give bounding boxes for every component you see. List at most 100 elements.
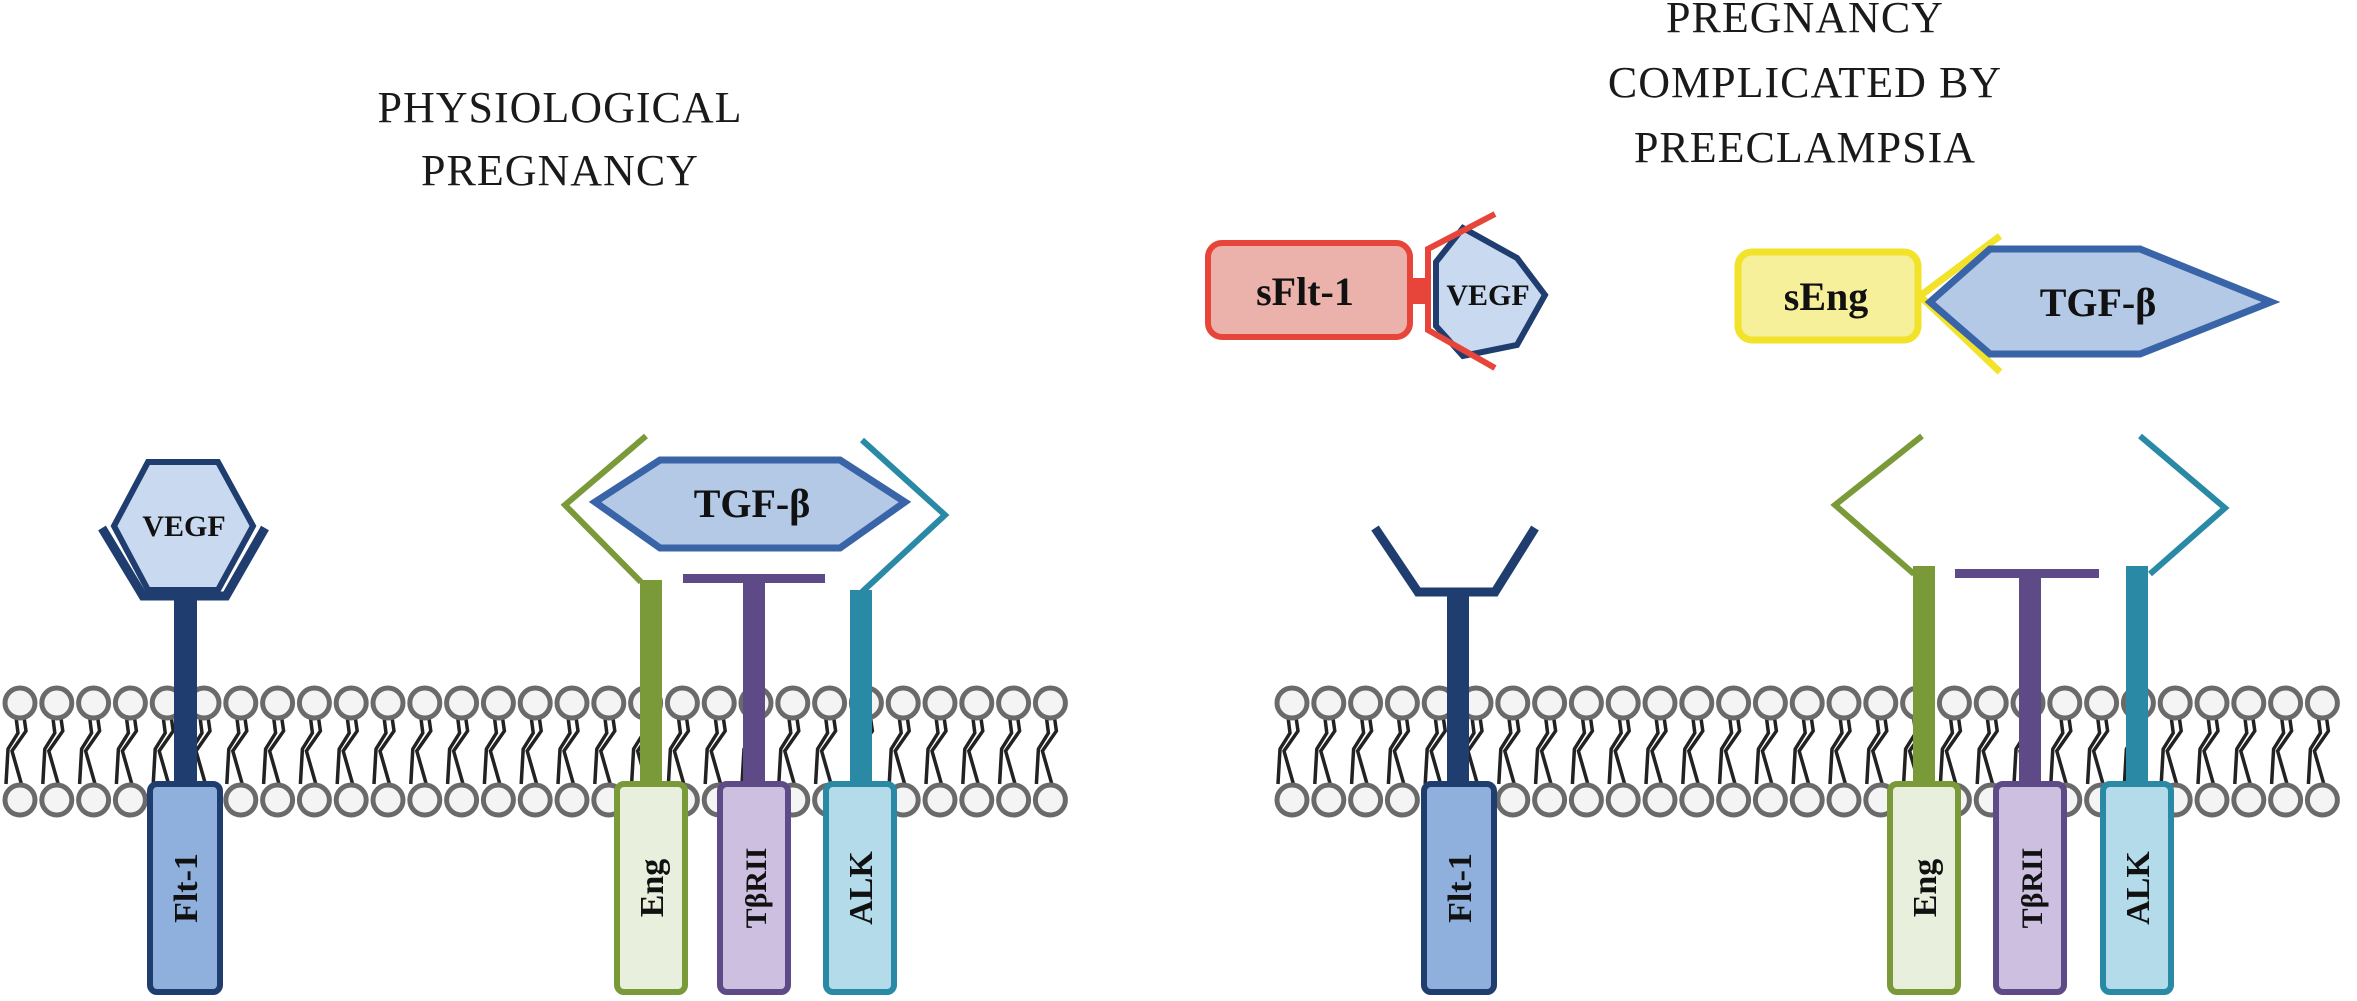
lipid-tail xyxy=(1423,716,1448,787)
lipid-tail xyxy=(1276,716,1300,787)
lipid-head xyxy=(959,782,995,818)
tbrii-stem xyxy=(2019,574,2041,790)
alk-intracellular-domain xyxy=(2100,781,2174,995)
lipid-tail xyxy=(924,716,948,787)
lipid-tail xyxy=(1607,716,1632,787)
lipid-head xyxy=(444,782,480,818)
lipid-head xyxy=(1973,685,2009,721)
eng-label: Eng xyxy=(1907,859,1944,918)
lipid-head xyxy=(444,685,480,721)
lipid-tail xyxy=(41,716,65,787)
lipid-head xyxy=(1826,782,1862,818)
lipid-head xyxy=(112,685,148,721)
lipid-head xyxy=(39,782,75,818)
lipid-tail xyxy=(409,716,433,787)
lipid-tail xyxy=(1034,716,1059,787)
lipid-head xyxy=(1605,782,1641,818)
lipid-head xyxy=(554,782,590,818)
flt1-intracellular-domain xyxy=(1421,781,1497,995)
flt1-stem xyxy=(1447,590,1469,790)
lipid-tail xyxy=(593,716,617,787)
lipid-head xyxy=(885,685,921,721)
lipid-head xyxy=(2231,685,2267,721)
alk-stem xyxy=(2126,566,2148,790)
lipid-head xyxy=(1311,782,1347,818)
flt1-label: Flt-1 xyxy=(168,853,205,923)
flt1-receptor: VEGF Flt-1 xyxy=(98,459,269,995)
lipid-head xyxy=(296,685,332,721)
alk-stem xyxy=(850,590,872,790)
lipid-tail xyxy=(1938,716,1963,787)
lipid-head xyxy=(1348,782,1384,818)
lipid-tail xyxy=(887,716,912,787)
seng-tgfb-complex: sEng TGF-β xyxy=(1734,233,2281,375)
lipid-head xyxy=(1532,782,1568,818)
tgfb-ligand xyxy=(588,456,912,552)
lipid-tail xyxy=(1313,716,1337,787)
lipid-head xyxy=(223,782,259,818)
lipid-tail xyxy=(298,716,323,787)
lipid-tail xyxy=(4,716,28,787)
lipid-head xyxy=(407,685,443,721)
lipid-head xyxy=(959,685,995,721)
vegf-ligand xyxy=(1433,224,1549,360)
lipid-head xyxy=(2047,685,2083,721)
lipid-head xyxy=(1032,782,1068,818)
eng-binding-arm xyxy=(1830,433,1924,577)
lipid-head xyxy=(223,685,259,721)
tbrii-label: TβRII xyxy=(2016,848,2049,929)
lipid-head xyxy=(2304,685,2340,721)
lipid-head xyxy=(1605,685,1641,721)
sflt1-binding-arms xyxy=(1425,211,1497,371)
flt1-label: Flt-1 xyxy=(1442,853,1479,923)
lipid-head xyxy=(1311,685,1347,721)
lipid-head xyxy=(1716,685,1752,721)
lipid-tail xyxy=(151,716,176,787)
lipid-tail xyxy=(335,716,360,787)
eng-intracellular-domain xyxy=(614,781,688,995)
seng-binding-arm xyxy=(1914,233,2003,375)
lipid-tail xyxy=(2233,716,2257,787)
lipid-head xyxy=(2084,685,2120,721)
eng-intracellular-domain xyxy=(1887,781,1961,995)
lipid-tail xyxy=(261,716,286,787)
vegf-label: VEGF xyxy=(1446,279,1529,312)
lipid-head xyxy=(2304,782,2340,818)
lipid-tail xyxy=(666,716,691,787)
alk-binding-arm xyxy=(859,437,950,595)
lipid-head xyxy=(664,685,700,721)
lipid-head xyxy=(407,782,443,818)
eng-label: Eng xyxy=(634,859,671,918)
lipid-head xyxy=(76,685,112,721)
lipid-head xyxy=(922,685,958,721)
lipid-tail xyxy=(2196,716,2220,787)
panel-title-line: PREGNANCY xyxy=(421,146,699,195)
lipid-head xyxy=(1752,782,1788,818)
lipid-tail xyxy=(1533,716,1558,787)
lipid-head xyxy=(1716,782,1752,818)
flt1-stem xyxy=(174,590,197,790)
lipid-head xyxy=(1642,685,1678,721)
lipid-tail xyxy=(1349,716,1374,787)
eng-stem xyxy=(1913,566,1935,790)
lipid-tail xyxy=(2159,716,2184,787)
lipid-head xyxy=(517,782,553,818)
lipid-head xyxy=(1274,685,1310,721)
lipid-head xyxy=(1936,685,1972,721)
lipid-head xyxy=(1495,782,1531,818)
panel-title-line: COMPLICATED BY xyxy=(1608,58,2002,107)
lipid-tail xyxy=(1828,716,1852,787)
lipid-head xyxy=(260,782,296,818)
lipid-tail xyxy=(77,716,102,787)
lipid-head xyxy=(296,782,332,818)
tgfb-label: TGF-β xyxy=(694,481,811,526)
lipid-head xyxy=(517,685,553,721)
lipid-head xyxy=(1789,782,1825,818)
lipid-tail xyxy=(703,716,728,787)
lipid-head xyxy=(112,782,148,818)
lipid-head xyxy=(76,782,112,818)
sflt1-vegf-complex: sFlt-1 VEGF xyxy=(1205,211,1549,371)
lipid-head xyxy=(370,685,406,721)
panel-preeclampsia: PREGNANCY COMPLICATED BY PREECLAMPSIA sF… xyxy=(1205,0,2281,995)
lipid-head xyxy=(1532,685,1568,721)
